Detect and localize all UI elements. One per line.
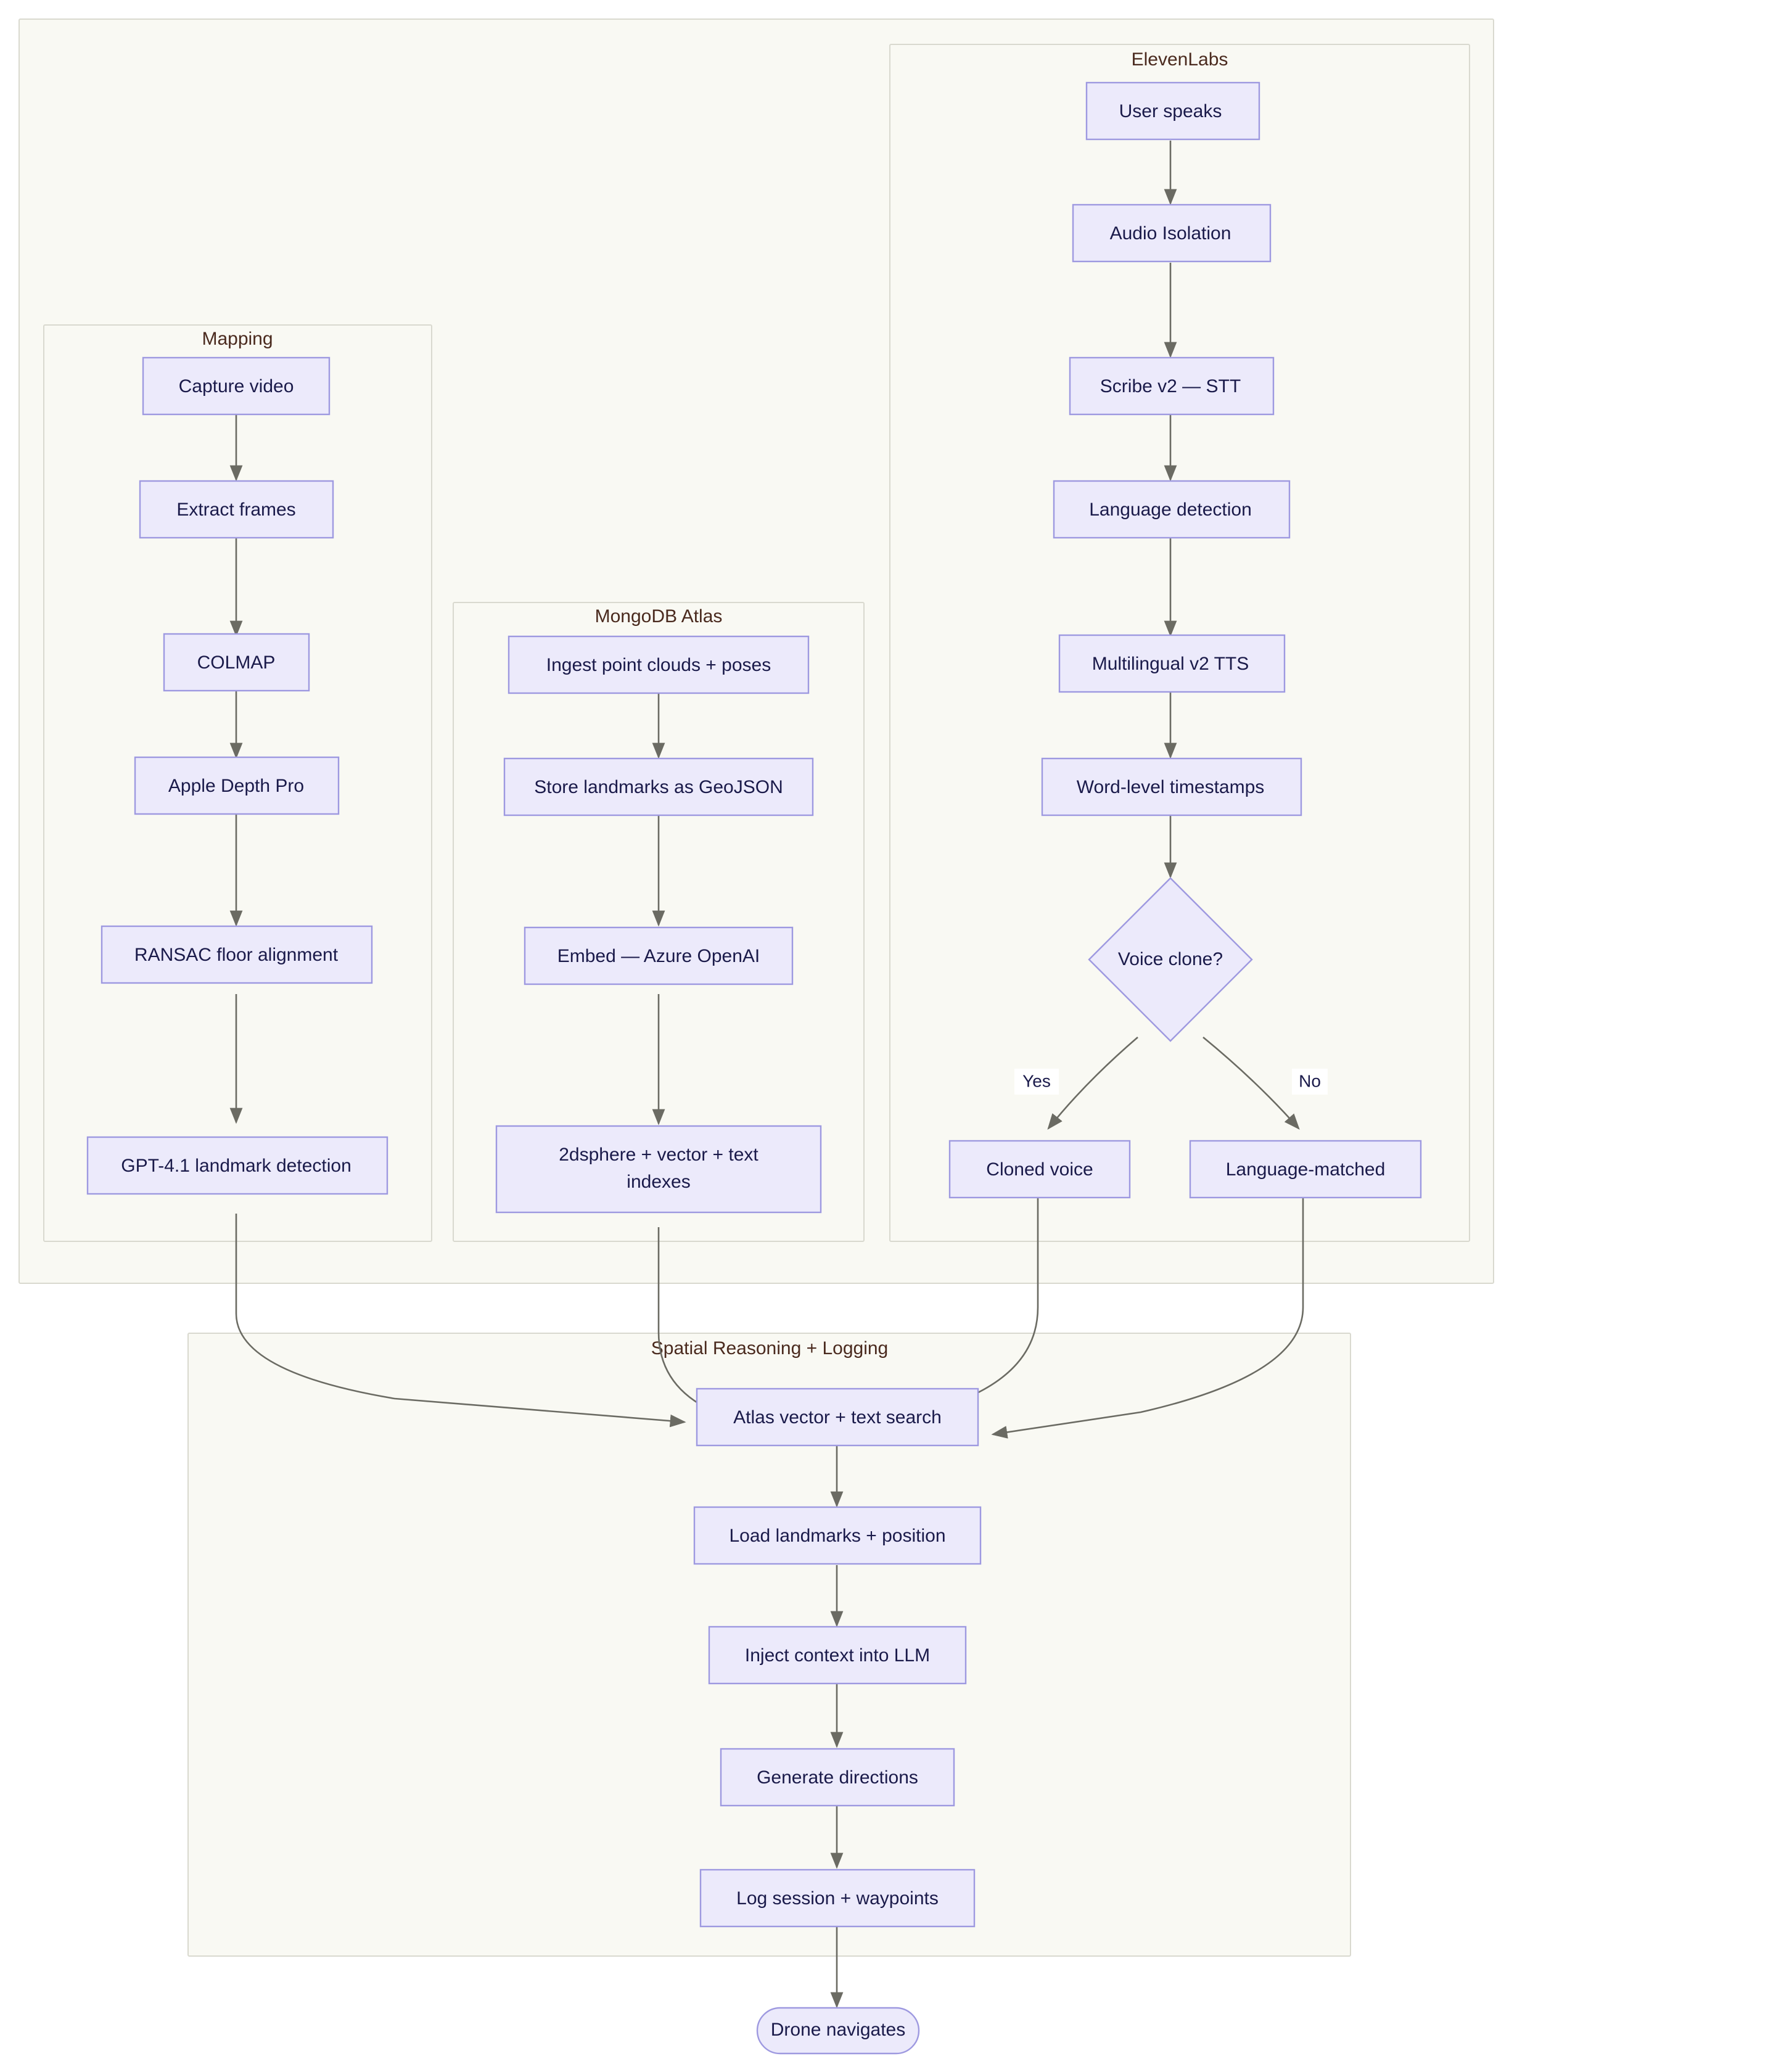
node-multilingual-tts[interactable]: Multilingual v2 TTS xyxy=(1058,634,1286,693)
edge-voice-clone-yes-to-cloned-voice xyxy=(1047,1037,1138,1130)
node-atlas-vector-text-search[interactable]: Atlas vector + text search xyxy=(696,1388,979,1447)
node-multilingual-tts-label: Multilingual v2 TTS xyxy=(1092,654,1249,674)
edge-voice-clone-no-to-language-matched xyxy=(1202,1036,1300,1130)
node-language-matched[interactable]: Language-matched xyxy=(1189,1140,1422,1199)
node-indexes-label-line2: indexes xyxy=(627,1172,690,1192)
node-voice-clone-label: Voice clone? xyxy=(1118,949,1223,969)
node-ingest-point-clouds[interactable]: Ingest point clouds + poses xyxy=(508,635,810,694)
node-language-matched-rect[interactable] xyxy=(1189,1140,1422,1199)
node-generate-directions-rect[interactable] xyxy=(720,1748,955,1807)
node-indexes-label-line1: 2dsphere + vector + text xyxy=(559,1145,758,1165)
node-scribe-stt-rect[interactable] xyxy=(1069,356,1275,416)
node-gpt41-landmark-detection[interactable]: GPT-4.1 landmark detection xyxy=(86,1136,388,1195)
node-user-speaks-rect[interactable] xyxy=(1085,81,1260,141)
node-extract-frames-rect[interactable] xyxy=(139,480,334,539)
node-audio-isolation[interactable]: Audio Isolation xyxy=(1072,204,1272,263)
node-indexes-rect[interactable] xyxy=(495,1125,822,1214)
node-audio-isolation-label: Audio Isolation xyxy=(1110,223,1231,244)
node-ingest-rect[interactable] xyxy=(508,635,810,694)
node-drone-navigates[interactable]: Drone navigates xyxy=(756,2007,920,2055)
node-generate-directions-label: Generate directions xyxy=(757,1767,918,1788)
node-log-session-waypoints[interactable]: Log session + waypoints xyxy=(699,1868,976,1928)
node-scribe-stt-label: Scribe v2 — STT xyxy=(1100,376,1241,397)
node-capture-video[interactable]: Capture video xyxy=(142,356,331,416)
node-voice-clone-decision[interactable]: Voice clone? xyxy=(1088,877,1253,1042)
node-indexes[interactable]: 2dsphere + vector + text indexes xyxy=(495,1125,822,1214)
node-generate-directions[interactable]: Generate directions xyxy=(720,1748,955,1807)
node-store-geojson-rect[interactable] xyxy=(503,757,814,816)
node-language-detection-rect[interactable] xyxy=(1053,480,1291,539)
node-cloned-voice-rect[interactable] xyxy=(948,1140,1131,1199)
node-word-level-timestamps[interactable]: Word-level timestamps xyxy=(1041,757,1302,816)
node-language-detection[interactable]: Language detection xyxy=(1053,480,1291,539)
cluster-mongodb-title: MongoDB Atlas xyxy=(595,606,723,627)
node-inject-context-rect[interactable] xyxy=(708,1626,967,1685)
node-store-geojson-label: Store landmarks as GeoJSON xyxy=(534,777,783,797)
node-inject-context-label: Inject context into LLM xyxy=(745,1645,930,1666)
node-load-landmarks-position[interactable]: Load landmarks + position xyxy=(693,1506,982,1565)
edge-language-matched-to-atlas-search xyxy=(991,1198,1304,1439)
node-atlas-search-label: Atlas vector + text search xyxy=(733,1407,942,1428)
node-audio-isolation-rect[interactable] xyxy=(1072,204,1272,263)
node-colmap-rect[interactable] xyxy=(163,633,310,692)
cluster-spatial-title: Spatial Reasoning + Logging xyxy=(651,1338,888,1359)
node-ransac-floor-alignment[interactable]: RANSAC floor alignment xyxy=(101,925,373,984)
edge-label-yes: Yes xyxy=(1014,1069,1059,1095)
node-capture-video-label: Capture video xyxy=(179,376,294,397)
node-multilingual-tts-rect[interactable] xyxy=(1058,634,1286,693)
node-apple-depth-pro[interactable]: Apple Depth Pro xyxy=(134,756,340,815)
node-drone-navigates-label: Drone navigates xyxy=(771,2020,905,2040)
node-atlas-search-rect[interactable] xyxy=(696,1388,979,1447)
node-word-timestamps-label: Word-level timestamps xyxy=(1077,777,1265,797)
node-load-landmarks-label: Load landmarks + position xyxy=(729,1526,945,1546)
node-drone-navigates-rect[interactable] xyxy=(756,2007,920,2055)
cluster-elevenlabs-title: ElevenLabs xyxy=(1132,49,1228,70)
node-ransac-rect[interactable] xyxy=(101,925,373,984)
node-inject-context-llm[interactable]: Inject context into LLM xyxy=(708,1626,967,1685)
node-load-landmarks-rect[interactable] xyxy=(693,1506,982,1565)
node-scribe-stt[interactable]: Scribe v2 — STT xyxy=(1069,356,1275,416)
edge-label-yes-bg xyxy=(1014,1069,1059,1095)
node-extract-frames-label: Extract frames xyxy=(176,500,295,520)
node-ingest-label: Ingest point clouds + poses xyxy=(546,655,771,675)
edge-gpt41-to-atlas-search xyxy=(235,1214,686,1428)
node-ransac-label: RANSAC floor alignment xyxy=(134,945,339,965)
node-apple-depth-pro-label: Apple Depth Pro xyxy=(168,776,304,796)
edge-label-no-text: No xyxy=(1299,1071,1321,1090)
node-cloned-voice-label: Cloned voice xyxy=(986,1159,1093,1180)
node-colmap[interactable]: COLMAP xyxy=(163,633,310,692)
node-language-detection-label: Language detection xyxy=(1089,500,1252,520)
node-log-session-rect[interactable] xyxy=(699,1868,976,1928)
node-gpt41-rect[interactable] xyxy=(86,1136,388,1195)
node-apple-depth-pro-rect[interactable] xyxy=(134,756,340,815)
cluster-mapping-title: Mapping xyxy=(202,329,273,349)
node-store-landmarks-geojson[interactable]: Store landmarks as GeoJSON xyxy=(503,757,814,816)
node-colmap-label: COLMAP xyxy=(197,652,276,673)
node-voice-clone-diamond[interactable] xyxy=(1088,877,1253,1042)
edge-label-yes-text: Yes xyxy=(1022,1071,1051,1090)
node-log-session-label: Log session + waypoints xyxy=(736,1888,939,1909)
node-user-speaks[interactable]: User speaks xyxy=(1085,81,1260,141)
node-word-timestamps-rect[interactable] xyxy=(1041,757,1302,816)
node-embed-azure-openai[interactable]: Embed — Azure OpenAI xyxy=(524,926,794,985)
node-gpt41-label: GPT-4.1 landmark detection xyxy=(121,1156,352,1176)
node-language-matched-label: Language-matched xyxy=(1226,1159,1386,1180)
node-capture-video-rect[interactable] xyxy=(142,356,331,416)
node-extract-frames[interactable]: Extract frames xyxy=(139,480,334,539)
edge-label-no: No xyxy=(1292,1069,1328,1095)
node-embed-rect[interactable] xyxy=(524,926,794,985)
node-user-speaks-label: User speaks xyxy=(1119,101,1222,121)
node-embed-label: Embed — Azure OpenAI xyxy=(557,946,760,966)
edge-label-no-bg xyxy=(1292,1069,1328,1095)
node-cloned-voice[interactable]: Cloned voice xyxy=(948,1140,1131,1199)
